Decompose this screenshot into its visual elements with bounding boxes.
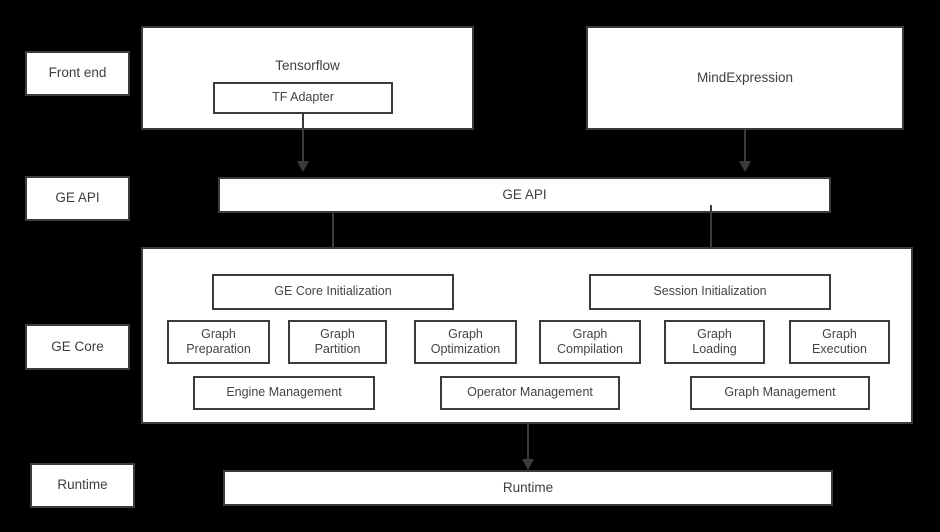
session-initialization-box[interactable]: Session Initialization (589, 274, 831, 310)
mindexpression-container[interactable]: MindExpression (586, 26, 904, 130)
module-graph-execution[interactable]: Graph Execution (789, 320, 890, 364)
connector-line (302, 114, 304, 164)
module-graph-loading[interactable]: Graph Loading (664, 320, 765, 364)
stage-label-front-end: Front end (25, 51, 130, 96)
ge-core-initialization-box[interactable]: GE Core Initialization (212, 274, 454, 310)
connector-arrowhead (297, 161, 309, 172)
connector-line (710, 205, 712, 261)
manager-operator-management[interactable]: Operator Management (440, 376, 620, 410)
connector-line (744, 130, 746, 164)
manager-engine-management[interactable]: Engine Management (193, 376, 375, 410)
manager-graph-management[interactable]: Graph Management (690, 376, 870, 410)
module-graph-partition[interactable]: Graph Partition (288, 320, 387, 364)
tensorflow-label: Tensorflow (275, 58, 340, 73)
module-graph-compilation[interactable]: Graph Compilation (539, 320, 641, 364)
module-graph-preparation[interactable]: Graph Preparation (167, 320, 270, 364)
ge-api-bar[interactable]: GE API (218, 177, 831, 213)
module-graph-optimization[interactable]: Graph Optimization (414, 320, 517, 364)
tf-adapter-box[interactable]: TF Adapter (213, 82, 393, 114)
connector-arrowhead (739, 161, 751, 172)
connector-line (527, 424, 529, 462)
stage-label-ge-api: GE API (25, 176, 130, 221)
stage-label-ge-core: GE Core (25, 324, 130, 370)
connector-arrowhead (522, 459, 534, 470)
stage-label-runtime: Runtime (30, 463, 135, 508)
tensorflow-container[interactable]: Tensorflow (141, 26, 474, 130)
runtime-bar[interactable]: Runtime (223, 470, 833, 506)
connector-line (332, 213, 334, 261)
